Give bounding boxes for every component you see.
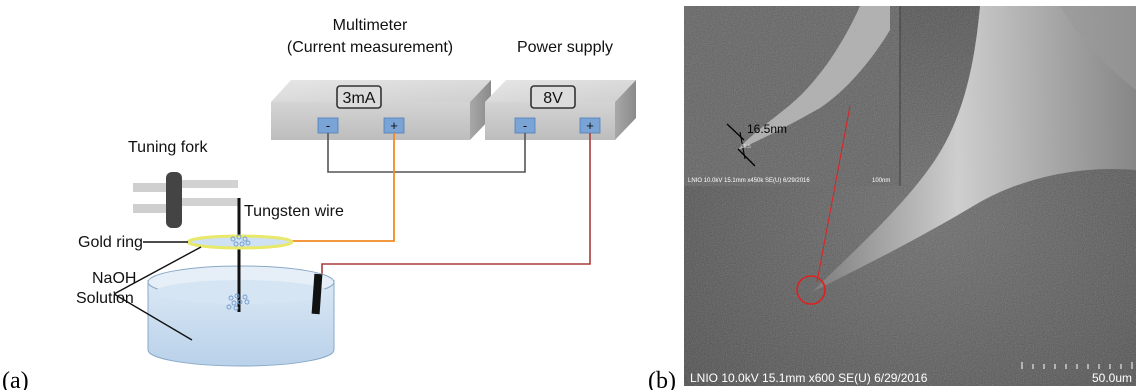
tuning-fork-prong-top bbox=[182, 180, 238, 188]
orange-wire bbox=[292, 133, 395, 242]
scale-bar bbox=[1021, 362, 1133, 369]
naoh-label: NaOH bbox=[92, 270, 136, 287]
inset-measure-tick-bottom bbox=[737, 148, 756, 167]
multimeter-minus-sign: - bbox=[326, 118, 330, 133]
tungsten-wire-label: Tungsten wire bbox=[244, 203, 344, 220]
tuning-fork-pin-bottom bbox=[133, 204, 181, 213]
gray-wire bbox=[327, 133, 526, 173]
sem-inset-tip bbox=[738, 6, 890, 150]
beaker bbox=[147, 265, 335, 367]
inset-scale: 100nm bbox=[872, 178, 890, 184]
gold-ring-label: Gold ring bbox=[78, 234, 143, 251]
tuning-fork bbox=[133, 172, 238, 228]
panel-a-label: (a) bbox=[2, 368, 29, 390]
multimeter-display bbox=[336, 85, 382, 109]
power-supply: 8V - + bbox=[485, 80, 636, 140]
power-supply-title: Power supply bbox=[517, 39, 613, 56]
inset-measure-tiny: 16.5 bbox=[741, 144, 751, 150]
multimeter: 3mA - + bbox=[271, 80, 491, 140]
red-marker-circle bbox=[796, 275, 826, 305]
red-wire bbox=[321, 133, 591, 275]
sem-tip-shade bbox=[1060, 6, 1136, 90]
power-supply-plus-sign: + bbox=[586, 118, 594, 133]
bubbles-ring bbox=[230, 234, 251, 247]
power-supply-minus-sign: - bbox=[523, 118, 527, 133]
inset-measure-label: 16.5nm bbox=[747, 122, 787, 136]
tuning-fork-pin-top bbox=[133, 183, 181, 192]
power-supply-side bbox=[615, 80, 636, 140]
naoh-pointer-ring bbox=[113, 246, 202, 295]
sem-info: LNIO 10.0kV 15.1mm x600 SE(U) 6/29/2016 bbox=[690, 371, 928, 385]
gold-ring bbox=[186, 234, 294, 250]
sem-scale: 50.0um bbox=[1092, 371, 1132, 385]
red-marker-line bbox=[816, 105, 851, 283]
tuning-fork-prong-bottom bbox=[182, 198, 238, 206]
counter-electrode bbox=[311, 273, 323, 315]
tuning-fork-base bbox=[166, 172, 182, 228]
inset-measure-line bbox=[739, 131, 746, 160]
multimeter-subtitle: (Current measurement) bbox=[287, 39, 453, 56]
panel-a: 3mA - + Multimeter (Current measurement)… bbox=[2, 17, 636, 390]
solution-label: Solution bbox=[76, 290, 134, 307]
sem-tip-cone bbox=[812, 6, 1136, 292]
power-supply-display-value: 8V bbox=[543, 90, 563, 107]
tuning-fork-label: Tuning fork bbox=[128, 139, 208, 156]
power-supply-display bbox=[530, 85, 576, 109]
multimeter-title: Multimeter bbox=[333, 17, 408, 34]
multimeter-plus-sign: + bbox=[390, 118, 398, 133]
sem-image: 16.5nm 16.5 LNIO 10.0kV 15.1mm x450k SE(… bbox=[684, 6, 1136, 386]
liquid-surface bbox=[155, 280, 327, 304]
bubbles-solution bbox=[226, 293, 250, 311]
panel-b-label: (b) bbox=[648, 368, 676, 390]
multimeter-display-value: 3mA bbox=[343, 90, 376, 107]
naoh-pointer-beaker bbox=[113, 293, 193, 341]
panel-b: (b) 16.5nm 16.5 LNIO 10.0kV 15.1mm x450k… bbox=[648, 6, 1136, 390]
inset-info: LNIO 10.0kV 15.1mm x450k SE(U) 6/29/2016 bbox=[688, 178, 810, 184]
multimeter-side bbox=[470, 80, 491, 140]
